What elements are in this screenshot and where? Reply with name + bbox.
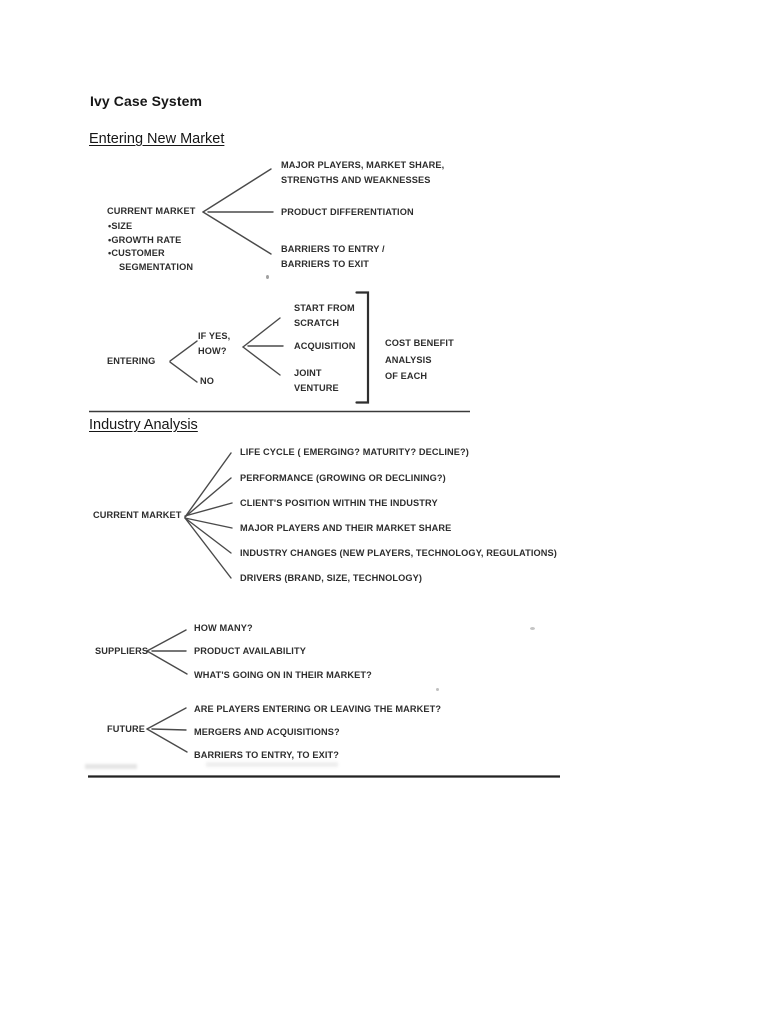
- branch-label-players-entering-leaving: ARE PLAYERS ENTERING OR LEAVING THE MARK…: [194, 704, 442, 714]
- branch-line: [202, 168, 272, 213]
- list-item: CUSTOMER SEGMENTATION: [108, 247, 200, 274]
- branch-label-how-many: HOW MANY?: [194, 623, 253, 633]
- branch-line: [146, 650, 188, 675]
- scan-artifact: [266, 275, 269, 279]
- suppliers-connectors: [146, 629, 188, 675]
- branch-label-major-players-share: MAJOR PLAYERS AND THEIR MARKET SHARE: [240, 523, 452, 533]
- branch-label-industry-changes: INDUSTRY CHANGES (NEW PLAYERS, TECHNOLOG…: [240, 548, 557, 558]
- branch-line: [146, 707, 187, 730]
- branch-label-clients-position: CLIENT'S POSITION WITHIN THE INDUSTRY: [240, 498, 438, 508]
- scan-artifact: [436, 688, 439, 691]
- branch-label-major-players: MAJOR PLAYERS, MARKET SHARE, STRENGTHS A…: [281, 160, 445, 185]
- branch-line: [184, 517, 233, 529]
- branch-line: [184, 517, 232, 579]
- branch-label-product-differentiation: PRODUCT DIFFERENTIATION: [281, 207, 414, 217]
- decision-tree-connectors: [169, 291, 370, 404]
- branch-label-product-availability: PRODUCT AVAILABILITY: [194, 646, 306, 656]
- branch-line: [184, 517, 232, 554]
- branch-label-barriers: BARRIERS TO ENTRY / BARRIERS TO EXIT: [281, 244, 385, 269]
- list-item: GROWTH RATE: [108, 234, 200, 248]
- option-label-acquisition: ACQUISITION: [294, 341, 356, 351]
- tree-root-future: FUTURE: [107, 724, 145, 734]
- tree-root-entering: ENTERING: [107, 356, 156, 366]
- branch-line: [184, 477, 232, 518]
- section-heading-industry-analysis: Industry Analysis: [89, 417, 198, 433]
- branch-label-mergers-acquisitions: MERGERS AND ACQUISITIONS?: [194, 727, 340, 737]
- branch-label-drivers: DRIVERS (BRAND, SIZE, TECHNOLOGY): [240, 573, 423, 583]
- section-dividers: [88, 410, 560, 778]
- branch-line: [169, 340, 198, 362]
- cost-benefit-bracket: [355, 291, 370, 404]
- tree-root-suppliers: SUPPLIERS: [95, 646, 149, 656]
- tree-root-current-market: CURRENT MARKET: [107, 206, 196, 216]
- branch-line: [242, 317, 281, 348]
- branch-line: [169, 361, 198, 383]
- future-connectors: [146, 707, 188, 753]
- bracket-note-cost-benefit: COST BENEFIT ANALYSIS OF EACH: [385, 338, 454, 381]
- current-market-attribute-list: SIZE GROWTH RATE CUSTOMER SEGMENTATION: [108, 220, 200, 275]
- branch-line: [184, 452, 232, 518]
- branch-line: [202, 211, 272, 255]
- tree-root-current-market-industry: CURRENT MARKET: [93, 510, 182, 520]
- branch-line: [242, 346, 281, 376]
- market-tree-connectors: [202, 168, 274, 255]
- section-heading-entering-new-market: Entering New Market: [89, 131, 225, 147]
- branch-label-if-yes-how: IF YES, HOW?: [198, 331, 231, 356]
- branch-line: [146, 728, 188, 753]
- industry-current-market-connectors: [184, 452, 233, 579]
- branch-label-no: NO: [200, 376, 215, 386]
- option-label-start-from-scratch: START FROM SCRATCH: [294, 303, 355, 328]
- option-label-joint-venture: JOINT VENTURE: [294, 368, 339, 393]
- branch-label-life-cycle: LIFE CYCLE ( EMERGING? MATURITY? DECLINE…: [240, 447, 469, 457]
- page-title: Ivy Case System: [90, 93, 203, 109]
- branch-label-barriers-entry-exit: BARRIERS TO ENTRY, TO EXIT?: [194, 750, 339, 760]
- branch-line: [151, 728, 187, 731]
- branch-label-performance: PERFORMANCE (GROWING OR DECLINING?): [240, 473, 446, 483]
- scan-artifact: [85, 764, 137, 769]
- branch-label-their-market: WHAT'S GOING ON IN THEIR MARKET?: [194, 670, 372, 680]
- branch-line: [184, 502, 233, 517]
- list-item: SIZE: [108, 220, 200, 234]
- branch-line: [146, 629, 187, 652]
- scan-artifact: [206, 762, 338, 767]
- scan-artifact: [530, 627, 535, 630]
